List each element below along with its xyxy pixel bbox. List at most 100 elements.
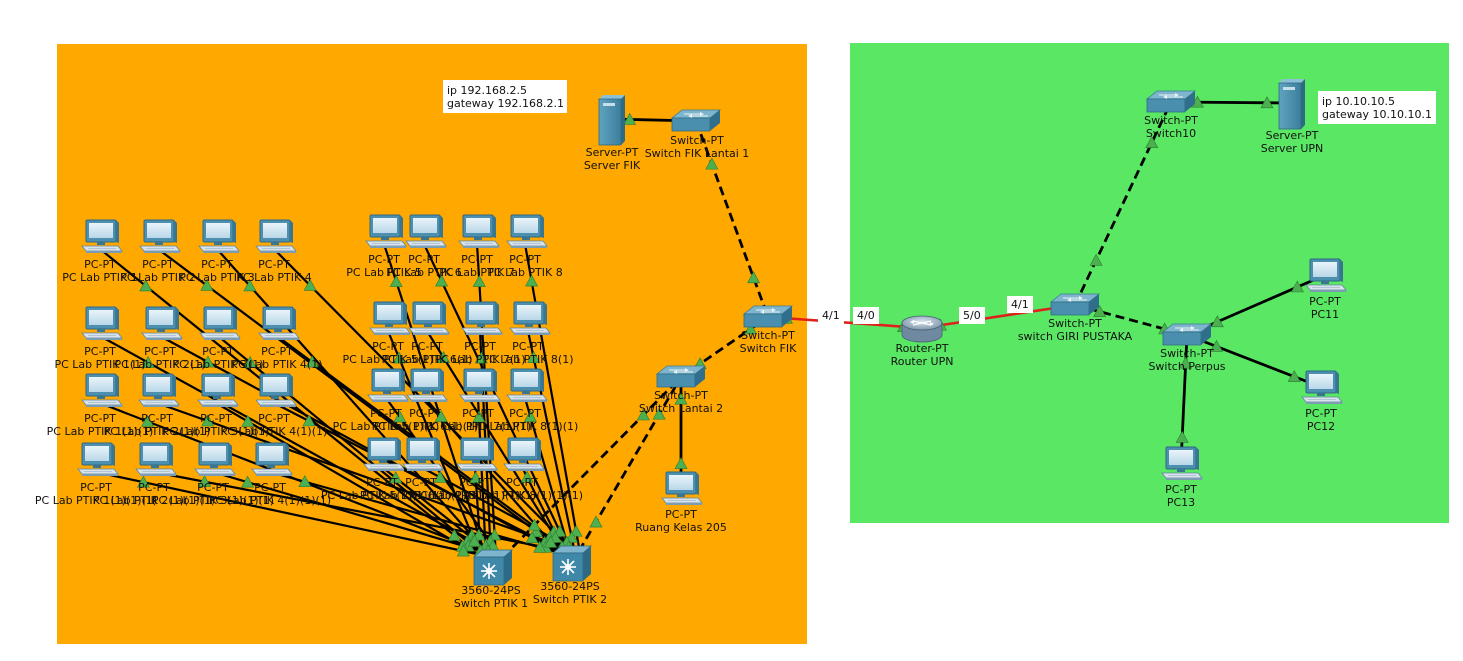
lab-pc-type-label: PC-PT	[462, 407, 494, 420]
pc-icon	[198, 219, 240, 254]
port-fik-text: 4/1	[822, 309, 840, 322]
lab-cable	[523, 397, 572, 554]
lab-pc-type-label: PC-PT	[506, 476, 538, 489]
lab-pc-type-label: PC-PT	[509, 407, 541, 420]
pc-icon	[139, 219, 181, 254]
port-label-giri: 4/1	[1007, 296, 1033, 313]
link-sw_giri-sw10	[1073, 101, 1173, 306]
lab-cable	[212, 470, 502, 559]
device-type-label: PC-PT	[1305, 407, 1337, 420]
lab-pc-name-label: PC Lab PTIK 3(1)(1)	[163, 425, 270, 438]
pc-icon	[406, 368, 448, 403]
pc-icon	[255, 373, 297, 408]
lab-pc-type-label: PC-PT	[512, 340, 544, 353]
pc-icon	[141, 306, 183, 341]
lab-pc-type-label: PC-PT	[509, 253, 541, 266]
lab-pc-type-label: PC-PT	[408, 253, 440, 266]
pc-icon	[255, 219, 297, 254]
lab-pc-name-label: PC Lab PTIK 2(1)(1)(1)	[93, 494, 215, 507]
pc-icon	[509, 301, 551, 336]
server-icon	[1278, 78, 1306, 130]
lab-pc-name-label: PC Lab PTIK 8	[487, 266, 562, 279]
lab-pc-type-label: PC-PT	[197, 481, 229, 494]
port-label-fik: 4/1	[818, 307, 844, 324]
lab-cable	[476, 397, 488, 558]
pc-icon	[77, 442, 119, 477]
lab-pc-name-label: PC Lab PTIK 2	[120, 271, 195, 284]
lab-cable	[95, 470, 492, 559]
device-name-label: Server FIK	[584, 159, 641, 172]
note-fik-ip-line: ip 192.168.2.5	[447, 84, 527, 97]
lab-pc-name-label: PC Lab PTIK 7(1)(1)(1)	[414, 489, 536, 502]
pc-icon	[458, 214, 500, 249]
device-name-label: PC11	[1311, 308, 1339, 321]
switch-icon	[743, 305, 793, 328]
lab-pc-name-label: PC Lab PTIK 5	[346, 266, 421, 279]
lab-pc-type-label: PC-PT	[261, 345, 293, 358]
pc-icon	[367, 368, 409, 403]
device-name-label: Server UPN	[1261, 142, 1323, 155]
lab-pc-name-label: PC Lab PTIK 4(1)(1)	[221, 425, 328, 438]
lab-pc-name-label: PC Lab PTIK 1(1)(1)(1)	[35, 494, 157, 507]
note-upn-gateway-line: gateway 10.10.10.1	[1322, 108, 1432, 121]
lab-pc-name-label: PC Lab PTIK 1(1)	[54, 358, 145, 371]
pc-icon	[369, 301, 411, 336]
multilayer-switch-icon	[473, 549, 513, 586]
pc-icon	[661, 471, 703, 506]
lab-pc-type-label: PC-PT	[202, 345, 234, 358]
device-name-label: Ruang Kelas 205	[635, 521, 727, 534]
lab-cable	[215, 402, 482, 558]
device-name-label: Switch10	[1146, 127, 1196, 140]
device-name-label: Switch Perpus	[1148, 360, 1225, 373]
device-type-label: Switch-PT	[1160, 347, 1214, 360]
